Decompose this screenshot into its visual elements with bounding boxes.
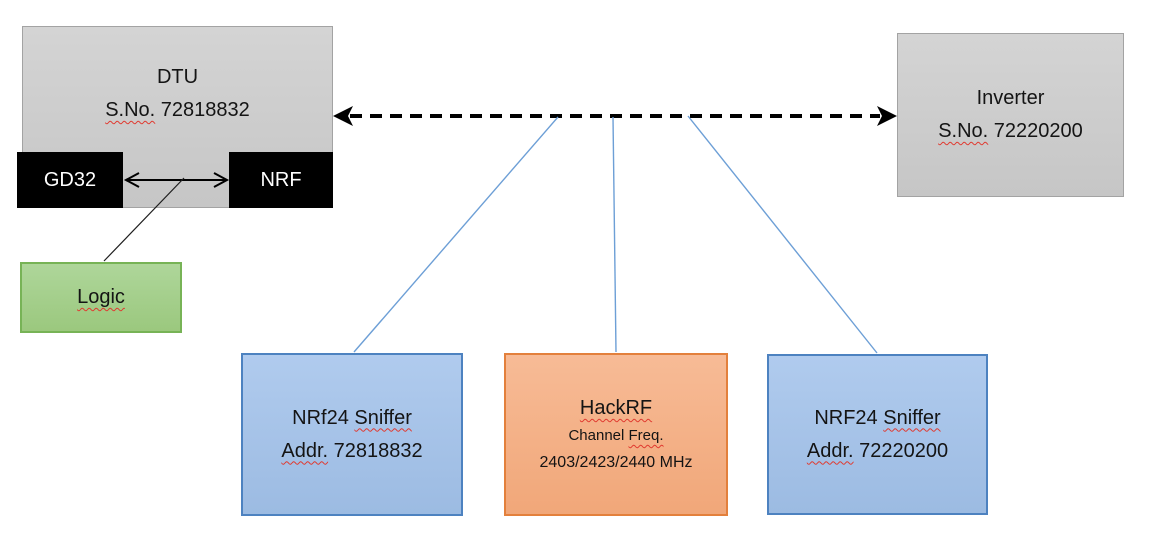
sniffer-left-addr-number: 72818832 [333,439,423,462]
logic-label: Logic [77,286,125,308]
inverter-serial-word: S.No. [938,120,989,142]
sniffer-left-addr-word: Addr. [281,439,329,462]
hackrf-frequencies: 2403/2423/2440 MHz [539,454,693,471]
inverter-serial-number: 72220200 [993,120,1083,142]
sniffer-left-role: Sniffer [354,406,412,429]
dtu-name: DTU [156,66,199,88]
hackrf-freq-word: Freq. [628,427,664,444]
logic-node: Logic [20,262,182,333]
hackrf-channel-word: Channel [568,427,625,444]
nrf-label: NRF [260,168,302,191]
dtu-serial: S.No. 72818832 [105,94,250,127]
sniffer-left-model: NRf24 [292,406,349,429]
hackrf-channel-freq: Channel Freq. [568,423,663,449]
dashed-arrowhead-right [877,106,897,126]
sniffer-right-addr-word: Addr. [806,439,854,462]
dtu-serial-number: 72818832 [160,99,250,121]
sniffer-right-model: NRF24 [814,406,878,429]
hackrf-title: HackRF [579,397,653,419]
hackrf-node: HackRF Channel Freq. 2403/2423/2440 MHz [504,353,728,516]
inverter-name: Inverter [976,87,1045,109]
sniffer-right-addr-number: 72220200 [859,439,949,462]
dtu-serial-word: S.No. [105,99,156,121]
inverter-node: Inverter S.No. 72220200 [897,33,1124,197]
nrf-chip: NRF [229,152,333,208]
sniffer-left-addr: Addr. 72818832 [281,435,422,468]
sniffer-right-role: Sniffer [883,406,941,429]
sniffer-right-addr: Addr. 72220200 [807,435,948,468]
link-to-hackrf-line [612,116,617,353]
gd32-chip: GD32 [17,152,123,208]
sniffer-right-title: NRF24 Sniffer [814,402,940,435]
link-to-sniffer-left-line [353,116,559,353]
gd32-label: GD32 [43,168,97,191]
link-to-sniffer-right-line [687,115,878,354]
sniffer-right-node: NRF24 Sniffer Addr. 72220200 [767,354,988,515]
sniffer-left-node: NRf24 Sniffer Addr. 72818832 [241,353,463,516]
dtu-label: DTU S.No. 72818832 [105,61,250,127]
dashed-arrowhead-left [333,106,353,126]
dtu-inverter-dashed-arrow [333,106,897,126]
sniffer-left-title: NRf24 Sniffer [292,402,412,435]
inverter-serial: S.No. 72220200 [938,115,1083,148]
